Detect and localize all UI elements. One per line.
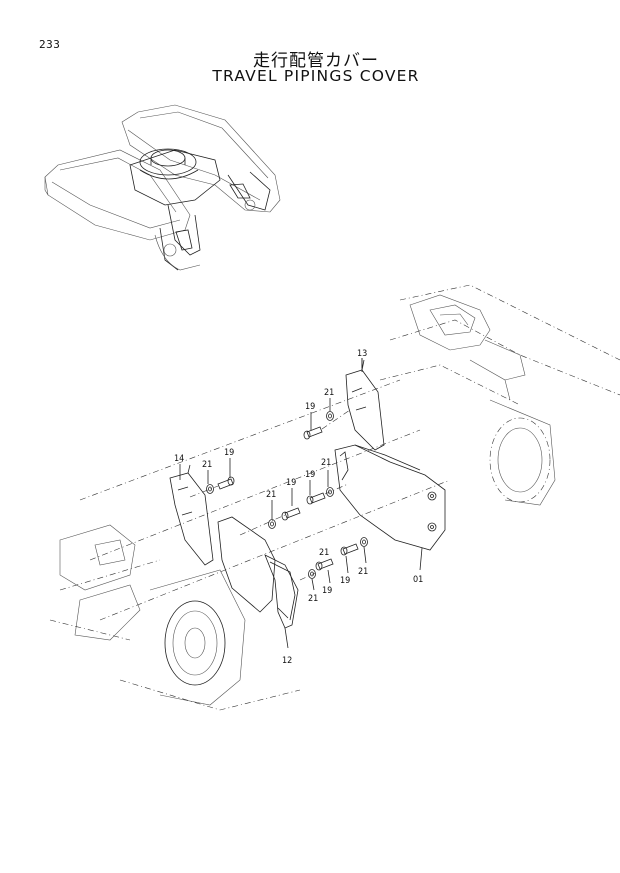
title-japanese: 走行配管カバー xyxy=(253,51,379,71)
callout-19: 19 xyxy=(224,448,234,458)
callout-13: 13 xyxy=(357,349,367,359)
callout-19: 19 xyxy=(286,478,296,488)
page-number: 233 xyxy=(39,38,61,51)
bolt-set-01-lower xyxy=(299,537,368,581)
callout-19: 19 xyxy=(340,576,350,586)
part-13-bracket xyxy=(345,358,385,451)
callout-21: 21 xyxy=(266,490,276,500)
bolt-set-01-upper xyxy=(306,483,349,505)
callout-12: 12 xyxy=(282,656,292,666)
callout-19: 19 xyxy=(305,402,315,412)
callout-21: 21 xyxy=(324,388,334,398)
part-14-bracket xyxy=(169,464,214,566)
bolt-set-12 xyxy=(239,507,301,536)
undercarriage-keymap xyxy=(44,104,281,271)
callout-21: 21 xyxy=(308,594,318,604)
callout-21: 21 xyxy=(319,548,329,558)
callout-labels: 13 21 19 14 21 19 21 19 21 19 21 19 21 1… xyxy=(174,349,423,666)
part-12-cover xyxy=(217,516,299,649)
callout-21: 21 xyxy=(202,460,212,470)
leader-lines xyxy=(179,358,423,591)
callout-21: 21 xyxy=(321,458,331,468)
bolt-set-upper xyxy=(303,409,351,440)
callout-19: 19 xyxy=(305,470,315,480)
callout-19: 19 xyxy=(322,586,332,596)
part-01-cover xyxy=(334,444,446,551)
callout-14: 14 xyxy=(174,454,184,464)
track-frame xyxy=(49,284,620,711)
bolt-set-14 xyxy=(189,476,235,498)
title-english: TRAVEL PIPINGS COVER xyxy=(212,67,420,85)
callout-21: 21 xyxy=(358,567,368,577)
callout-01: 01 xyxy=(413,575,423,585)
